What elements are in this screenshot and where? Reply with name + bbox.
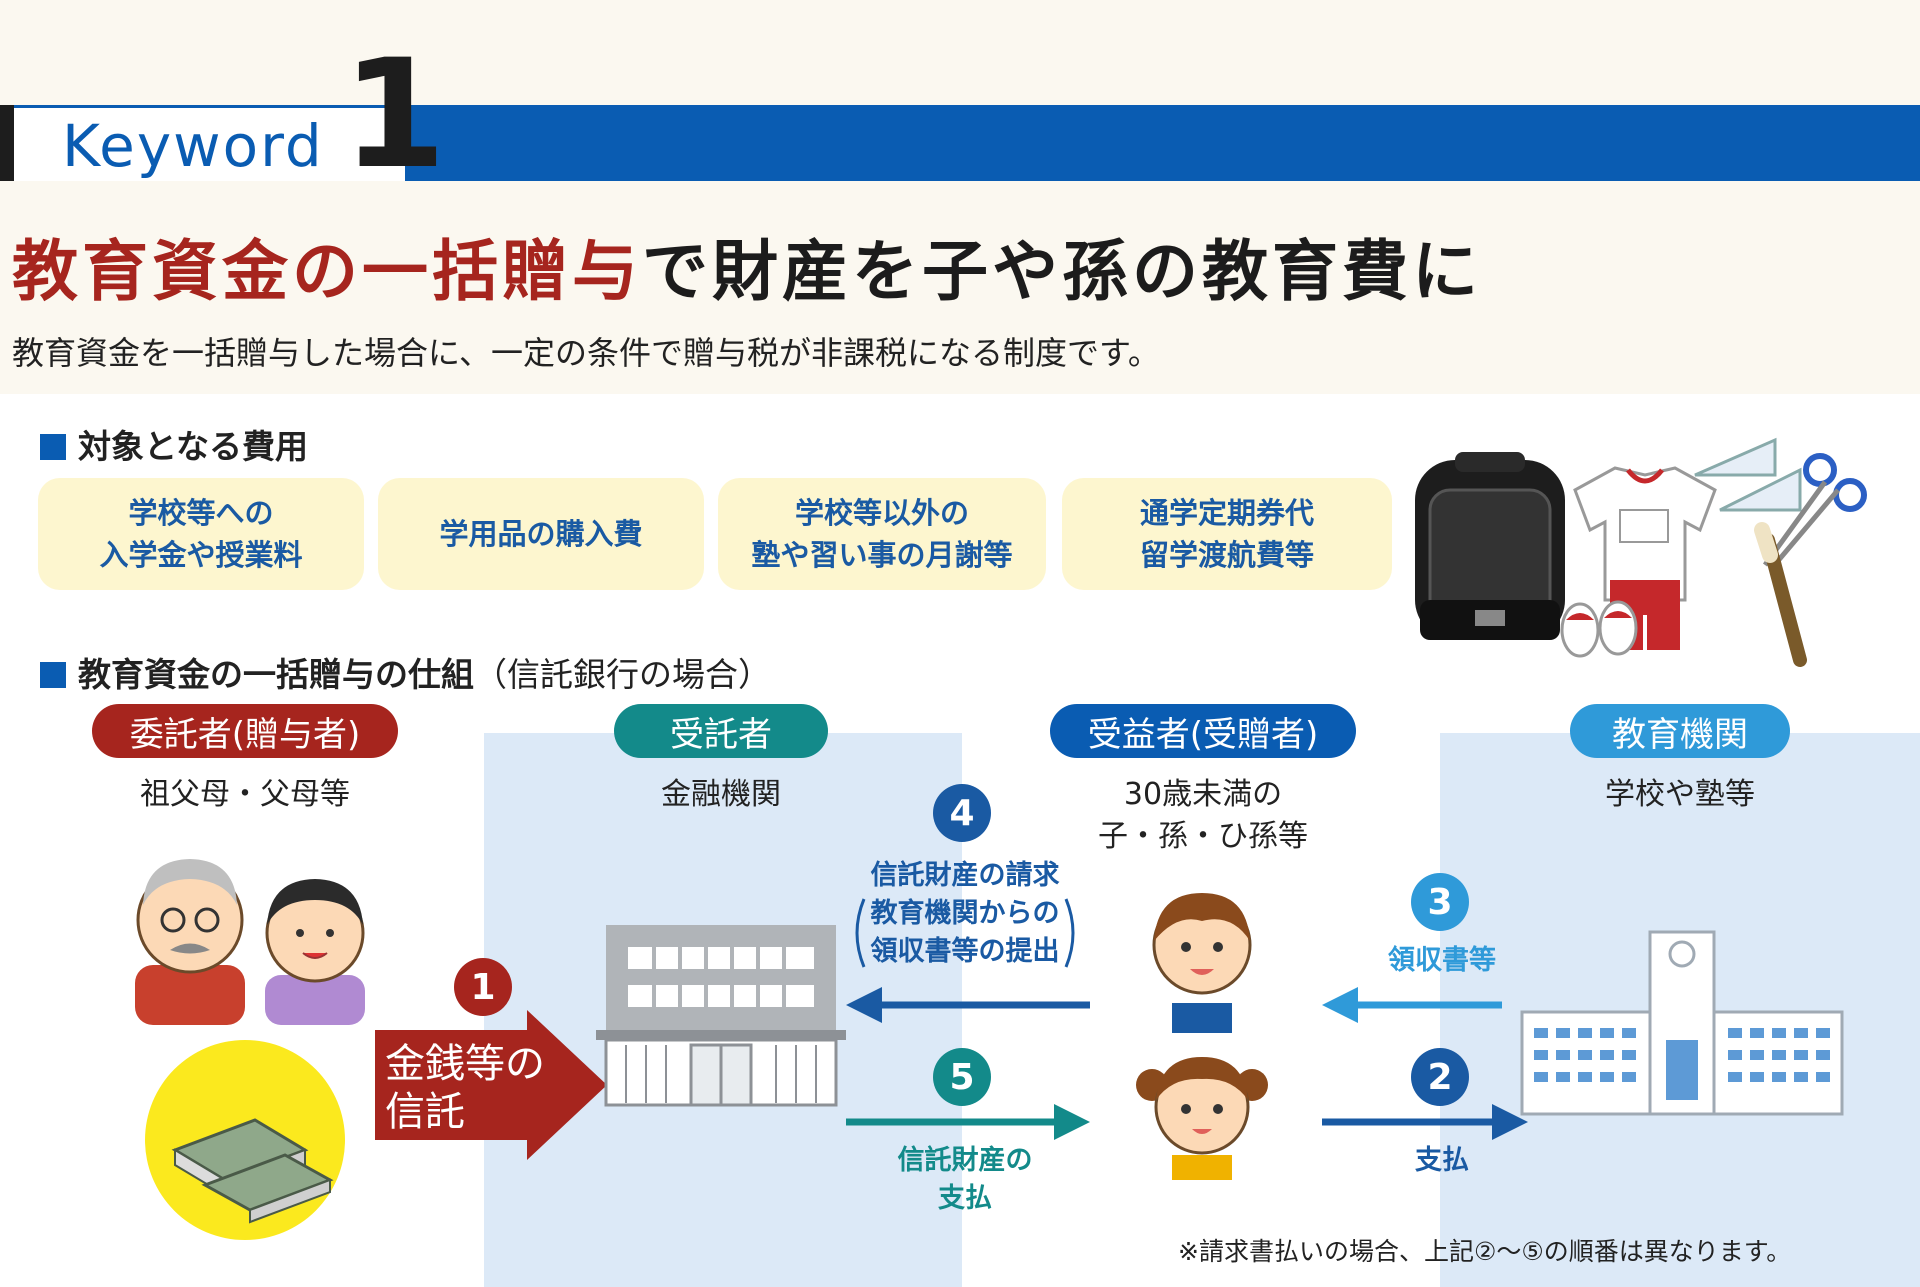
- step-1-badge: 1: [454, 958, 512, 1016]
- bank-building-icon: [596, 925, 846, 1107]
- cost-item-line: 通学定期券代: [1139, 496, 1314, 530]
- cost-item-supplies: 学用品の購入費: [378, 478, 704, 590]
- role-desc-line: 祖父母・父母等: [140, 777, 350, 812]
- bullet-square: [40, 662, 66, 688]
- ruler-set-icon: [1694, 437, 1802, 512]
- keyword-edge: [0, 105, 14, 181]
- step-5-arrow: [846, 1104, 1090, 1140]
- headline-black: で財産を子や孫の教育費に: [642, 233, 1482, 310]
- money-stack-icon: [145, 1040, 345, 1240]
- headline-red: 教育資金の一括贈与: [12, 233, 642, 310]
- step-1-line: 金銭等の: [385, 1041, 545, 1087]
- cost-item-lessons: 学校等以外の塾や習い事の月謝等: [718, 478, 1046, 590]
- role-pill-institution: 教育機関: [1570, 704, 1790, 758]
- step-4-brackets: [855, 898, 1075, 968]
- step-2-badge: 2: [1411, 1048, 1469, 1106]
- cost-item-line: 塾や習い事の月謝等: [751, 538, 1013, 572]
- step-1-label: 金銭等の 信託: [385, 1040, 545, 1136]
- section-mechanism-title-text: 教育資金の一括贈与の仕組: [78, 655, 474, 694]
- scissors-icon: [1762, 453, 1867, 570]
- section-mechanism-title: 教育資金の一括贈与の仕組（信託銀行の場合）: [40, 648, 771, 696]
- step-4-line: 信託財産の請求: [870, 860, 1060, 891]
- role-desc-grantor: 祖父母・父母等: [92, 774, 398, 816]
- role-desc-line: 30歳未満の: [1123, 777, 1283, 812]
- role-desc-line: 学校や塾等: [1605, 777, 1755, 812]
- keyword-label: Keyword: [62, 112, 324, 180]
- role-desc-institution: 学校や塾等: [1570, 774, 1790, 816]
- role-pill-grantor: 委託者(贈与者): [92, 704, 398, 758]
- step-5-line: 支払: [938, 1183, 992, 1214]
- section-costs-title: 対象となる費用: [40, 420, 308, 468]
- cost-item-line: 学用品の購入費: [439, 517, 643, 551]
- school-building-icon: [1520, 930, 1844, 1116]
- step-4-line: 教育機関からの: [870, 898, 1060, 929]
- step-3-badge: 3: [1411, 873, 1469, 931]
- step-1-line: 信託: [385, 1089, 465, 1135]
- step-4-line: 領収書等の提出: [870, 936, 1060, 967]
- section-costs-title-text: 対象となる費用: [78, 427, 309, 466]
- keyword-tab: [0, 105, 405, 181]
- section-mechanism-note: （信託銀行の場合）: [474, 655, 771, 694]
- cost-item-line: 入学金や授業料: [99, 538, 303, 572]
- school-bag-icon: [1415, 452, 1565, 640]
- step-5-line: 信託財産の: [897, 1145, 1033, 1176]
- step-4-arrow: [846, 987, 1090, 1023]
- bullet-square: [40, 434, 66, 460]
- recorder-icon: [1754, 522, 1807, 667]
- step-4-bracket-block: 教育機関からの 領収書等の提出: [855, 895, 1075, 971]
- cost-item-line: 学校等への: [128, 496, 274, 530]
- step-2-arrow: [1322, 1104, 1528, 1140]
- shoes-icon: [1560, 600, 1638, 658]
- step-3-arrow: [1322, 987, 1502, 1023]
- step-3-label: 領収書等: [1388, 945, 1496, 976]
- role-desc-line: 金融機関: [661, 777, 781, 812]
- role-desc-beneficiary: 30歳未満の 子・孫・ひ孫等: [1050, 774, 1356, 858]
- school-items-illustration: [1415, 437, 1867, 667]
- cost-item-commute: 通学定期券代留学渡航費等: [1062, 478, 1392, 590]
- role-pill-beneficiary: 受益者(受贈者): [1050, 704, 1356, 758]
- cost-item-tuition: 学校等への入学金や授業料: [38, 478, 364, 590]
- cost-item-line: 学校等以外の: [794, 496, 969, 530]
- step-5-label: 信託財産の 支払: [860, 1142, 1070, 1218]
- role-pill-trustee: 受託者: [614, 704, 828, 758]
- step-1-arrow: [375, 1010, 607, 1160]
- role-desc-line: 子・孫・ひ孫等: [1098, 819, 1308, 854]
- footnote: ※請求書払いの場合、上記②〜⑤の順番は異なります。: [1178, 1237, 1792, 1266]
- headline: 教育資金の一括贈与で財産を子や孫の教育費に: [12, 218, 1482, 314]
- girl-icon: [1136, 1057, 1268, 1180]
- cost-item-line: 留学渡航費等: [1139, 538, 1314, 572]
- subtitle: 教育資金を一括贈与した場合に、一定の条件で贈与税が非課税になる制度です。: [12, 334, 1160, 372]
- step-2-label: 支払: [1415, 1145, 1469, 1176]
- role-desc-trustee: 金融機関: [614, 774, 828, 816]
- keyword-number: 1: [342, 28, 447, 202]
- grandparents-icon: [135, 859, 365, 1025]
- boy-icon: [1152, 893, 1252, 1033]
- step-5-badge: 5: [933, 1048, 991, 1106]
- step-4-label: 信託財産の請求 教育機関からの 領収書等の提出: [855, 857, 1075, 971]
- step-4-badge: 4: [933, 784, 991, 842]
